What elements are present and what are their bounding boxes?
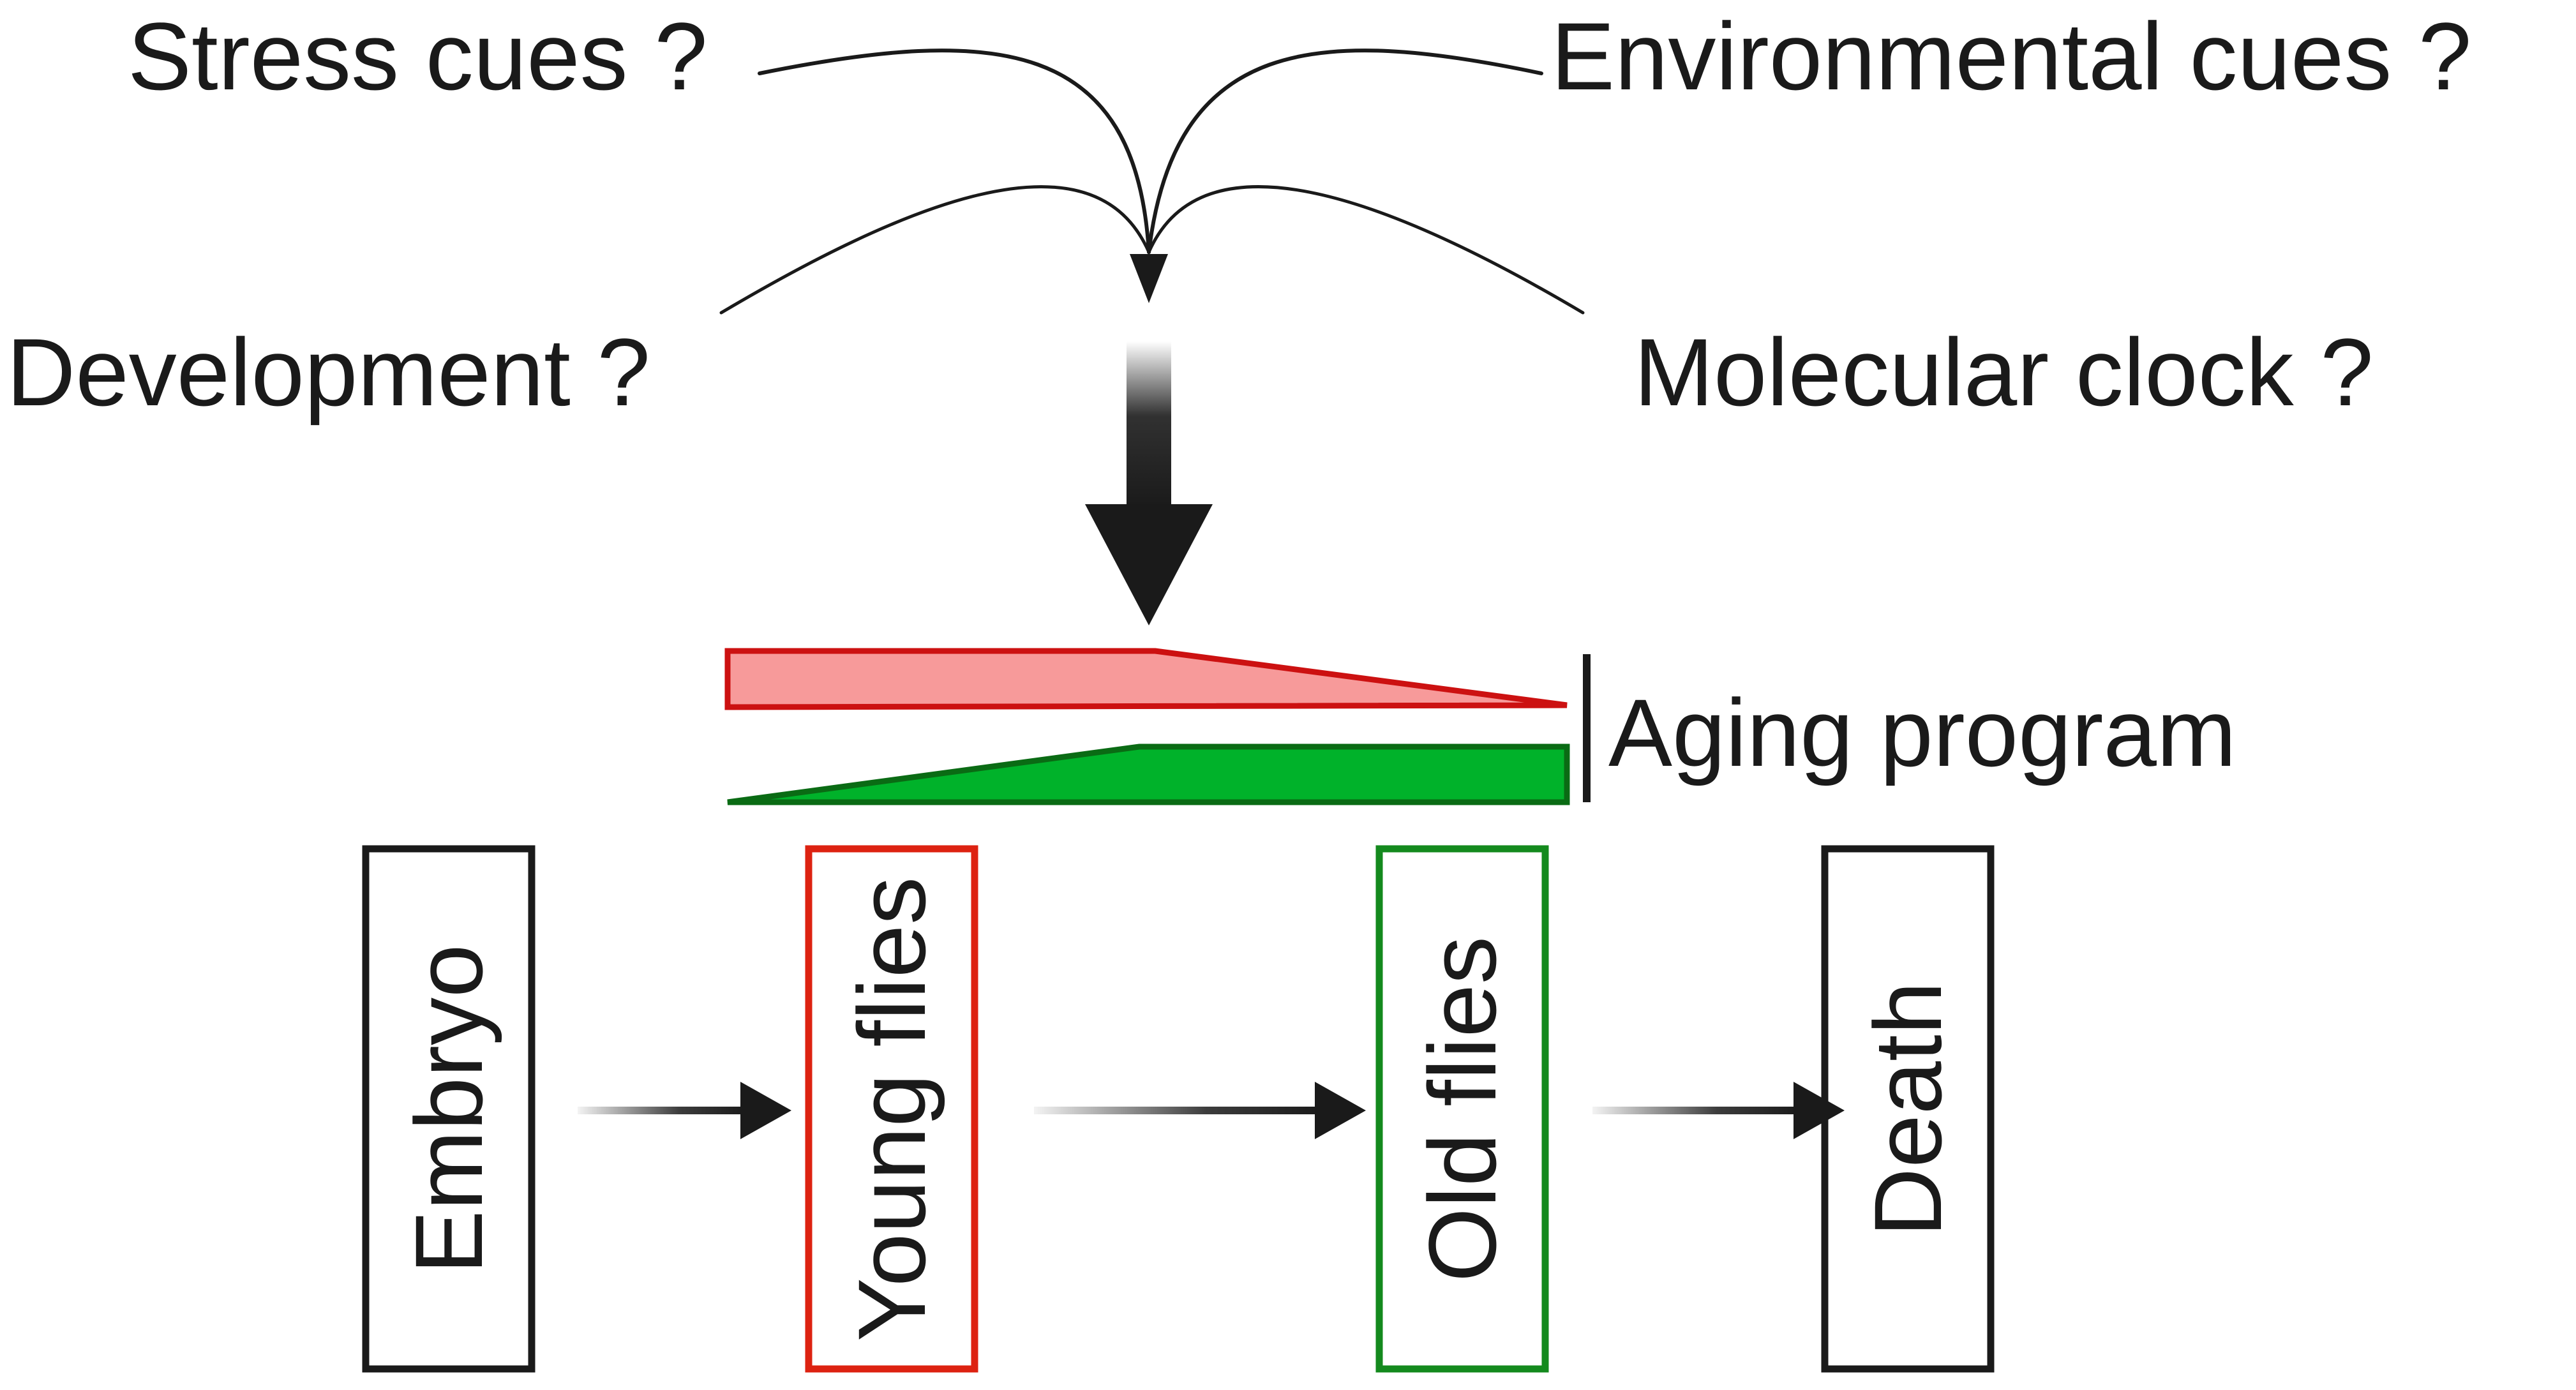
stage-label-embryo: Embryo xyxy=(395,945,502,1274)
molecular-clock-curve xyxy=(1147,185,1585,315)
aging-program-label: Aging program xyxy=(1608,679,2236,786)
stage-box-embryo xyxy=(362,845,535,1373)
converging-arrows xyxy=(719,49,1585,315)
stage-label-death: Death xyxy=(1854,982,1961,1237)
stage-box-young-flies xyxy=(805,845,978,1373)
stage-label-old-flies: Old flies xyxy=(1409,936,1516,1282)
aging-program-bracket xyxy=(1583,654,1591,802)
stage-box-old-flies xyxy=(1375,845,1549,1373)
transition-arrow-embryo-to-young xyxy=(578,1082,791,1139)
cue-stress-label: Stress cues ? xyxy=(128,3,708,110)
development-curve xyxy=(719,185,1151,315)
convergence-arrowhead xyxy=(1130,254,1168,303)
main-arrow-shaft xyxy=(1127,341,1171,507)
cue-development-label: Development ? xyxy=(6,318,650,426)
transition-arrow-young-to-old xyxy=(1034,1082,1366,1139)
declining-program-bar xyxy=(724,648,1568,710)
rising-program-bar xyxy=(727,744,1570,805)
stress-curve xyxy=(758,49,1151,254)
stage-label-young-flies: Young flies xyxy=(838,877,945,1341)
cue-molecular-clock-label: Molecular clock ? xyxy=(1634,318,2374,426)
transition-arrow-old-to-death xyxy=(1592,1082,1845,1139)
cue-environmental-label: Environmental cues ? xyxy=(1551,3,2471,110)
main-arrow-head xyxy=(1085,504,1213,625)
environmental-curve xyxy=(1147,49,1543,254)
